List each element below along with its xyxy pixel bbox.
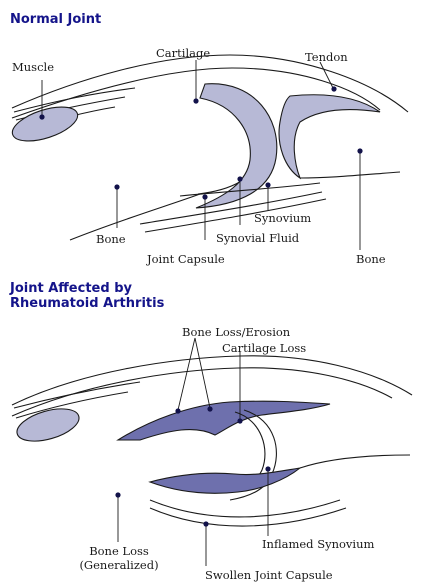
label-joint-capsule: Joint Capsule <box>147 252 225 266</box>
cartilage-right <box>279 95 380 178</box>
ra-joint-diagram <box>12 338 412 566</box>
ra-joint-title: Joint Affected by Rheumatoid Arthritis <box>10 281 164 311</box>
bone-loss-line1: Bone Loss <box>64 544 174 558</box>
label-bone-right: Bone <box>356 252 386 266</box>
bone-loss-line2: (Generalized) <box>64 558 174 572</box>
label-synovial-fluid: Synovial Fluid <box>216 231 299 245</box>
label-cartilage: Cartilage <box>156 46 210 60</box>
ra-title-line2: Rheumatoid Arthritis <box>10 296 164 311</box>
ra-bone-shaft-right <box>300 455 410 468</box>
normal-joint-diagram <box>8 55 408 250</box>
normal-leaders <box>42 60 360 250</box>
ra-leaders <box>118 338 268 566</box>
label-cartilage-loss: Cartilage Loss <box>222 341 306 355</box>
inflamed-band-upper <box>118 401 330 440</box>
ra-capsule-line-1 <box>150 500 340 517</box>
inflamed-band-lower <box>150 468 300 493</box>
label-bone-loss-erosion: Bone Loss/Erosion <box>182 325 290 339</box>
cartilage-left <box>196 84 277 208</box>
ra-outer-upper-line <box>12 356 412 405</box>
label-synovium: Synovium <box>254 211 311 225</box>
label-muscle: Muscle <box>12 60 54 74</box>
label-bone-loss-generalized: Bone Loss (Generalized) <box>64 544 174 572</box>
label-inflamed-synovium: Inflamed Synovium <box>262 537 374 551</box>
label-tendon: Tendon <box>305 50 348 64</box>
label-bone-left: Bone <box>96 232 126 246</box>
ra-title-line1: Joint Affected by <box>10 281 164 296</box>
label-swollen-joint-capsule: Swollen Joint Capsule <box>205 568 333 582</box>
right-bone-shaft <box>300 172 400 178</box>
